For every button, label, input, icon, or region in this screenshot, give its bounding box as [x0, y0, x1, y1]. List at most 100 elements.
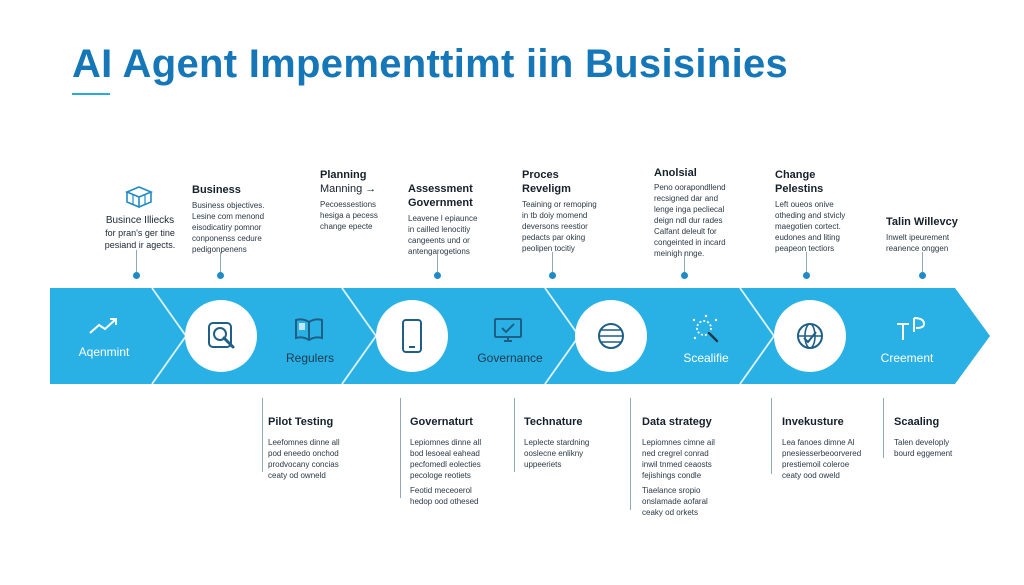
card-line: reanence onggen [886, 244, 949, 253]
card-line: antengarogetions [408, 247, 470, 256]
card-line: ned cregrel conrad [642, 449, 709, 458]
bracket [883, 398, 884, 458]
card-line: Tiaelance sropio [642, 486, 701, 495]
connector-line [684, 252, 685, 274]
card-line: Leplecte stardning [524, 438, 590, 447]
bracket [630, 398, 631, 510]
card-line: Lea fanoes dimne Al [782, 438, 855, 447]
bracket [514, 398, 515, 472]
top-card-planning: Planning Manning → Pecoessestions hesiga… [320, 168, 378, 232]
card-line: peapeon tectiors [775, 244, 835, 253]
top-card-change: Change Pelestins Left oueos onive othedi… [775, 168, 845, 254]
card-line: Leavene l epiaunce [408, 214, 478, 223]
stage-label-governance: Governance [477, 351, 543, 365]
connector-dot [133, 272, 140, 279]
card-heading: Planning [320, 169, 367, 181]
card-line: inwil tnmed ceaosts [642, 460, 712, 469]
connector-dot [803, 272, 810, 279]
sparkle-search-icon [692, 314, 719, 343]
monitor-check-icon [494, 318, 522, 342]
connector-line [922, 252, 923, 274]
top-card-business: Business Business objectives. Lesine com… [192, 183, 264, 255]
card-heading: Assessment [408, 183, 473, 195]
intro-line: Busince Illiecks [105, 215, 175, 226]
stage-circle[interactable] [185, 300, 257, 372]
bottom-card-scaaling: Scaaling Talen developly bourd eggement [894, 415, 952, 459]
card-line: Leefomnes dinne all [268, 438, 340, 447]
top-card-assessment: Assessment Government Leavene l epiaunce… [408, 182, 477, 257]
connector-dot [549, 272, 556, 279]
card-subheading: Manning → [320, 183, 377, 195]
bottom-card-governaturt: Governaturt Lepiomnes dinne all bod leso… [410, 415, 481, 507]
page-title: AI Agent Impementtimt iin Busisinies [72, 42, 789, 86]
network-globe-icon [797, 323, 823, 349]
globe-icon [598, 323, 624, 349]
card-line: lenge inga pecliecal [654, 205, 725, 214]
connector-dot [217, 272, 224, 279]
card-line: pedacts par oking [522, 233, 586, 242]
card-line: Inwelt ipeurement [886, 233, 950, 242]
card-line: hesiga a pecess [320, 211, 378, 220]
card-line: change epecte [320, 222, 373, 231]
card-line: ooslecne enlikny [524, 449, 584, 458]
card-line: Lesine com menond [192, 212, 265, 221]
text-cursor-icon [897, 317, 926, 340]
card-line: cangeents und or [408, 236, 470, 245]
card-line: otheding and stvicly [775, 211, 846, 220]
card-line: uppeeriets [524, 460, 562, 469]
stage-label-creement: Creement [880, 351, 934, 365]
card-line: ceaky od orkets [642, 508, 699, 517]
trend-up-icon [89, 318, 117, 334]
intro-line: pesiand ir agects. [104, 240, 176, 250]
connector-line [806, 252, 807, 274]
card-heading: Anolsial [654, 167, 697, 179]
bottom-card-data-strategy: Data strategy Lepiomnes cimne ail ned cr… [642, 415, 715, 518]
card-line: Calfant deleult for [654, 227, 717, 236]
card-line: pecfomedl eolecties [410, 460, 481, 469]
cube-stack-icon [124, 186, 154, 209]
card-line: Feotid meceoerol [410, 486, 472, 495]
card-heading: Pilot Testing [268, 416, 334, 428]
card-heading: Business [192, 184, 241, 196]
connector-line [552, 252, 553, 274]
connector-dot [681, 272, 688, 279]
card-line: in cailled lenocitiy [408, 225, 471, 234]
card-line: prestiemoil coleroe [782, 460, 850, 469]
card-line: Peno oorapondllend [654, 183, 726, 192]
card-line: deversons reestior [522, 222, 588, 231]
bracket [262, 398, 263, 472]
card-line: deign ndl dur rades [654, 216, 723, 225]
bottom-card-technature: Technature Leplecte stardning ooslecne e… [524, 415, 589, 470]
card-heading: Proces [522, 169, 559, 181]
connector-dot [434, 272, 441, 279]
card-line: recsigned dar and [654, 194, 719, 203]
connector-line [136, 250, 137, 276]
card-heading: Scaaling [894, 416, 940, 428]
connector-line [437, 254, 438, 274]
card-line: pedigonpenens [192, 245, 247, 254]
stage-circle[interactable] [376, 300, 448, 372]
card-subheading: Government [408, 197, 473, 209]
card-line: eudones and liting [775, 233, 840, 242]
card-line: Lepiomnes cimne ail [642, 438, 715, 447]
card-line: Talen developly [894, 438, 950, 447]
card-line: ceaty ood oweld [782, 471, 840, 480]
card-line: pnesiesserbeoorvered [782, 449, 862, 458]
card-heading: Technature [524, 416, 583, 428]
card-heading: Governaturt [410, 416, 473, 428]
card-heading: Talin Willevcy [886, 216, 958, 228]
card-line: eisodicatiry pomnor [192, 223, 262, 232]
card-line: fejishings condle [642, 471, 702, 480]
connector-line [220, 252, 221, 274]
card-line: Left oueos onive [775, 200, 834, 209]
connector-dot [919, 272, 926, 279]
search-document-icon [208, 322, 235, 349]
card-line: onslamade aofaral [642, 497, 708, 506]
card-line: congeinted in incard [654, 238, 726, 247]
intro-line: for pran's ger tine [105, 228, 175, 238]
card-subheading: Pelestins [775, 183, 824, 195]
bracket [400, 398, 409, 498]
card-line: conponenss cedure [192, 234, 262, 243]
card-subheading: Reveligm [522, 183, 571, 195]
top-card-talent: Talin Willevcy Inwelt ipeurement reanenc… [886, 215, 958, 254]
